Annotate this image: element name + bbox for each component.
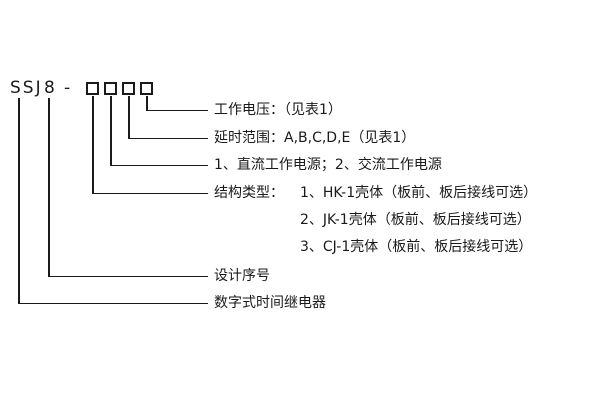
label-product-name: 数字式时间继电器: [214, 295, 326, 311]
model-series-code: SSJ: [10, 78, 43, 98]
model-separator: -: [64, 78, 73, 98]
connector-line-structure-h: [92, 192, 208, 194]
label-design-serial: 设计序号: [214, 268, 270, 284]
connector-line-design-h: [48, 275, 208, 277]
structure-option-1: 1、HK-1壳体（板前、板后接线可选）: [300, 185, 538, 201]
structure-option-3: 3、CJ-1壳体（板前、板后接线可选）: [300, 239, 533, 255]
connector-line-voltage-h: [146, 109, 208, 111]
connector-line-delay-v: [128, 96, 130, 139]
connector-line-design-v: [48, 98, 50, 277]
label-delay-range: 延时范围：A,B,C,D,E（见表1）: [214, 130, 416, 146]
connector-line-power-v: [110, 96, 112, 166]
placeholder-box-delay: [122, 82, 135, 95]
placeholder-box-voltage: [140, 82, 153, 95]
connector-line-delay-h: [128, 137, 208, 139]
connector-line-voltage-v: [146, 96, 148, 111]
label-power-source: 1、直流工作电源；2、交流工作电源: [214, 157, 442, 173]
placeholder-box-power: [104, 82, 117, 95]
connector-line-power-h: [110, 164, 208, 166]
connector-line-series-v: [18, 98, 20, 304]
label-working-voltage: 工作电压：（见表1）: [214, 102, 342, 118]
connector-line-structure-v: [92, 96, 94, 194]
structure-option-2: 2、JK-1壳体（板前、板后接线可选）: [300, 212, 531, 228]
placeholder-box-structure: [86, 82, 99, 95]
model-design-number: 8: [44, 78, 57, 98]
label-structure-type: 结构类型：: [214, 185, 284, 201]
connector-line-series-h: [18, 302, 208, 304]
